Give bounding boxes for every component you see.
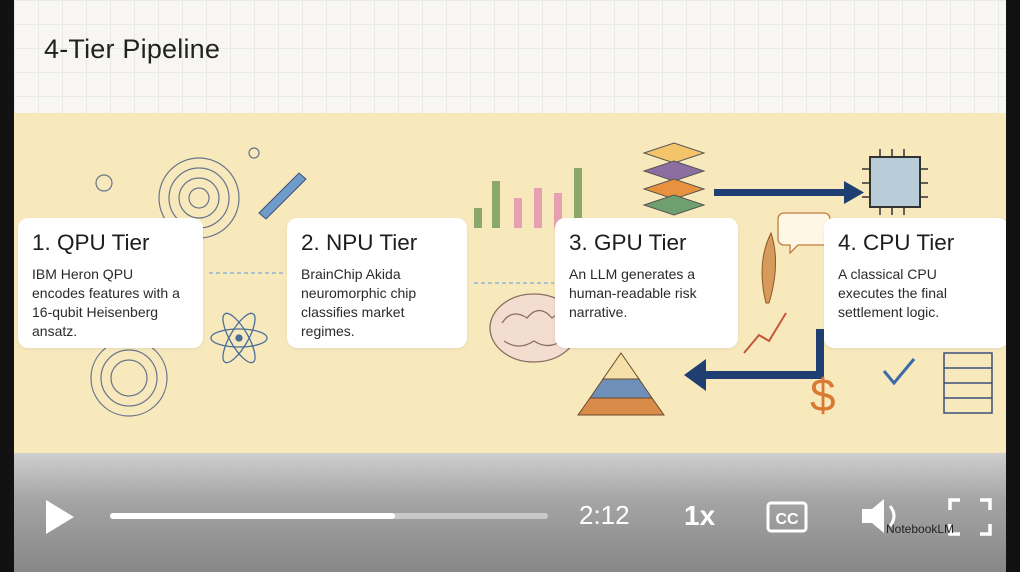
- tier-card-npu: 2. NPU Tier BrainChip Akida neuromorphic…: [287, 218, 467, 348]
- progress-bar[interactable]: [110, 513, 548, 519]
- play-icon[interactable]: [42, 497, 76, 537]
- video-frame[interactable]: 4-Tier Pipeline: [8, 0, 1012, 572]
- cpu-chip-icon: [862, 149, 928, 215]
- card-body: A classical CPU executes the final settl…: [838, 266, 947, 320]
- dollar-icon: $: [810, 369, 836, 421]
- trend-line-icon: [743, 312, 787, 354]
- slide-illustration: $: [90, 142, 993, 421]
- checkmark-icon: [882, 358, 916, 386]
- video-controls-bar: [14, 453, 1006, 572]
- fullscreen-icon[interactable]: [948, 498, 992, 536]
- card-heading: 1. QPU Tier: [32, 230, 150, 255]
- tier-card-cpu: 4. CPU Tier A classical CPU executes the…: [824, 218, 1006, 348]
- card-heading: 4. CPU Tier: [838, 230, 955, 255]
- slide-title: 4-Tier Pipeline: [44, 34, 221, 64]
- card-body: IBM Heron QPU encodes features with a 16…: [32, 266, 180, 339]
- card-body: An LLM generates a human-readable risk n…: [569, 266, 697, 320]
- cc-icon[interactable]: CC: [766, 500, 808, 534]
- current-time: 2:12: [579, 500, 630, 530]
- abacus-icon: [943, 352, 993, 414]
- tier-card-gpu: 3. GPU Tier An LLM generates a human-rea…: [555, 218, 738, 348]
- bar-chart-icon: [474, 168, 582, 228]
- pencil-icon: [258, 172, 307, 220]
- pyramid-icon: [577, 352, 665, 416]
- flow-arrows: [209, 272, 554, 284]
- card-heading: 2. NPU Tier: [301, 230, 418, 255]
- card-heading: 3. GPU Tier: [569, 230, 687, 255]
- playback-speed-button[interactable]: 1x: [684, 500, 716, 531]
- quill-icon: [761, 231, 777, 304]
- card-body: BrainChip Akida neuromorphic chip classi…: [301, 266, 417, 339]
- chat-bubble-icon: [777, 212, 831, 255]
- progress-fill: [110, 513, 395, 519]
- volume-icon[interactable]: [860, 496, 904, 536]
- stack-layers-icon: [642, 142, 706, 216]
- atom-icon: [210, 312, 268, 364]
- return-arrow-left: [684, 329, 824, 391]
- transfer-arrow-right: [714, 181, 864, 204]
- tier-card-qpu: 1. QPU Tier IBM Heron QPU encodes featur…: [18, 218, 203, 348]
- notebooklm-watermark: NotebookLM: [886, 522, 955, 536]
- svg-text:CC: CC: [775, 511, 799, 528]
